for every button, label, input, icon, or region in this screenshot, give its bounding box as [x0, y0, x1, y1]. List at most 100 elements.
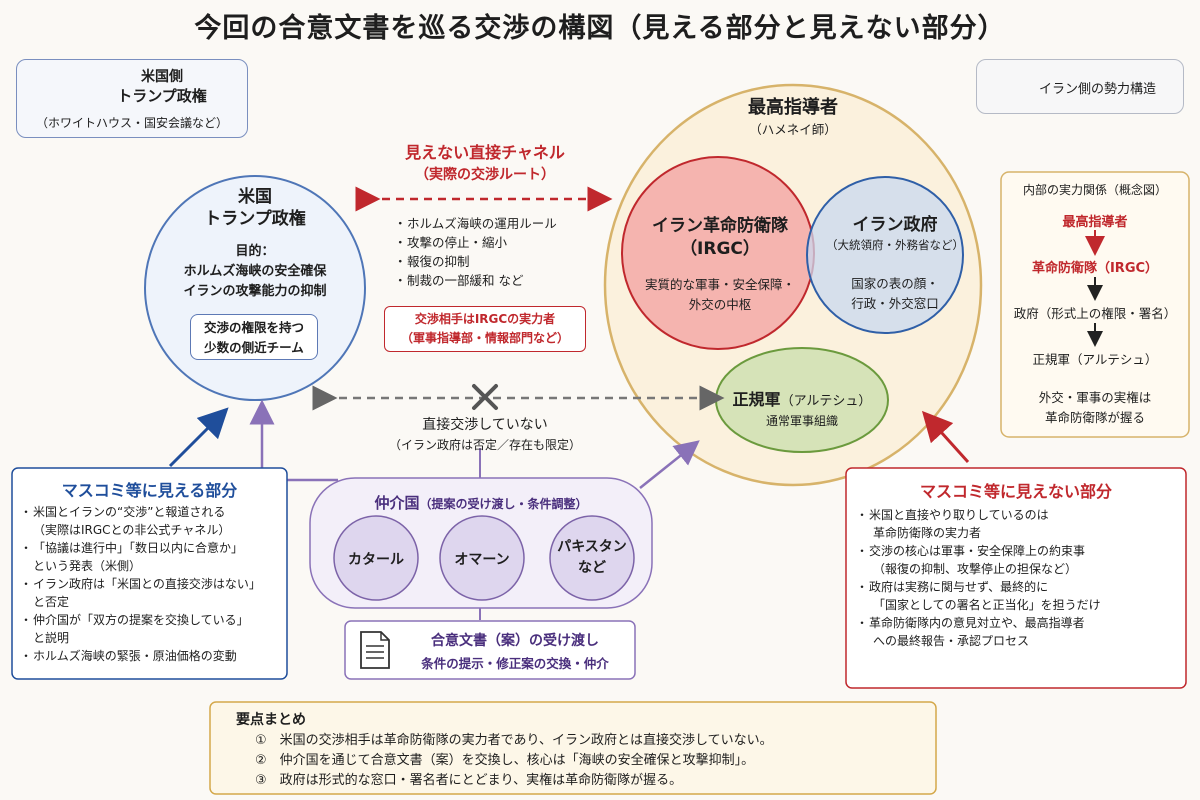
visible-item: イラン政府は「米国との直接交渉はない」と否定	[20, 575, 282, 611]
iran-header-box: イラン側の勢力構造	[976, 59, 1184, 114]
mediator-pakistan: パキスタン	[557, 539, 627, 555]
army-title-sub: （アルテシュ）	[780, 394, 872, 409]
invisible-item: 交渉の核心は軍事・安全保障上の約束事 （報復の抑制、攻撃停止の担保など）	[856, 542, 1181, 578]
us-purpose1: ホルムズ海峡の安全確保	[183, 264, 327, 279]
hidden-channel-item: 報復の抑制	[394, 252, 557, 271]
doc-line2: 条件の提示・修正案の交換・仲介	[421, 656, 609, 671]
power-footer2: 革命防衛隊が握る	[1044, 410, 1145, 425]
summary-title: 要点まとめ	[236, 712, 306, 728]
power-node-irgc: 革命防衛隊（IRGC）	[1031, 261, 1159, 276]
invisible-item-text: 革命防衛隊内の意見対立や、最高指導者	[869, 616, 1085, 630]
mediator-title: 仲介国	[374, 494, 420, 512]
us-header-line3: （ホワイトハウス・国安会議など）	[35, 116, 228, 130]
power-node-supreme: 最高指導者	[1062, 215, 1128, 230]
invisible-arrow	[921, 410, 970, 464]
us-team2: 少数の側近チーム	[204, 340, 304, 355]
no-direct-label: 直接交渉していない	[422, 417, 548, 433]
visible-item-text: 仲介国が「双方の提案を交換している」	[33, 613, 249, 627]
gov-title: イラン政府	[852, 215, 938, 235]
mediator-oman-circle	[439, 515, 525, 601]
doc-line1: 合意文書（案）の受け渡し	[431, 633, 599, 649]
partner-line1: 交渉相手はIRGCの実力者	[414, 312, 556, 326]
power-box	[1000, 171, 1190, 438]
visible-item-text: 米国とイランの“交渉”と報道される	[33, 505, 226, 519]
doc-box	[344, 620, 636, 680]
power-title: 内部の実力関係（概念図）	[1022, 183, 1167, 197]
visible-item: 仲介国が「双方の提案を交換している」と説明	[20, 611, 282, 647]
visible-item: ホルムズ海峡の緊張・原油価格の変動	[20, 647, 282, 665]
hidden-channel-item: 制裁の一部緩和 など	[394, 271, 557, 290]
irgc-desc2: 外交の中枢	[688, 297, 752, 312]
gov-desc2: 行政・外交窓口	[851, 296, 939, 311]
summary-point-1: ① 米国の交渉相手は革命防衛隊の実力者であり、イラン政府とは直接交渉していない。	[255, 733, 773, 748]
irgc-abbr: （IRGC）	[680, 239, 760, 259]
us-team1: 交渉の権限を持つ	[203, 320, 304, 335]
visible-item-sub: と説明	[33, 631, 70, 645]
power-footer1: 外交・軍事の実権は	[1038, 390, 1152, 405]
irgc-desc1: 実質的な軍事・安全保障・	[644, 277, 795, 292]
supreme-title: 最高指導者	[748, 97, 838, 118]
us-purpose2: イランの攻撃能力の抑制	[183, 284, 327, 299]
visible-item-sub: と否定	[33, 595, 70, 609]
visible-item: 「協議は進行中」「数日以内に合意か」という発表（米側）	[20, 539, 282, 575]
us-header-line2: トランプ政権	[117, 87, 207, 105]
hidden-channel-list: ホルムズ海峡の運用ルール 攻撃の停止・縮小 報復の抑制 制裁の一部緩和 など	[394, 214, 557, 290]
negotiation-partner-box: 交渉相手はIRGCの実力者 （軍事指導部・情報部門など）	[384, 306, 586, 352]
visible-item-text: イラン政府は「米国との直接交渉はない」	[33, 577, 261, 591]
visible-item-sub: という発表（米側）	[33, 559, 142, 573]
gov-sub: （大統領府・外務省など）	[826, 238, 964, 252]
us-circle-title2: トランプ政権	[204, 209, 306, 229]
page-title: 今回の合意文書を巡る交渉の構図（見える部分と見えない部分）	[194, 13, 1006, 44]
us-purpose-label: 目的：	[235, 244, 275, 259]
mediator-oman: オマーン	[454, 552, 510, 568]
partner-line2: （軍事指導部・情報部門など）	[400, 331, 569, 345]
us-team-box: 交渉の権限を持つ 少数の側近チーム	[190, 314, 318, 360]
hidden-channel-title2: （実際の交渉ルート）	[415, 167, 555, 183]
mediator-pakistan-circle	[549, 515, 635, 601]
supreme-name: （ハメネイ師）	[749, 122, 837, 137]
invisible-item: 政府は実務に関与せず、最終的に「国家としての署名と正当化」を担うだけ	[856, 578, 1181, 614]
mediator-title-sub: （提案の受け渡し・条件調整）	[419, 497, 588, 511]
visible-title: マスコミ等に見える部分	[61, 481, 238, 500]
hidden-channel-item: ホルムズ海峡の運用ルール	[394, 214, 557, 233]
visible-list: 米国とイランの“交渉”と報道される （実際はIRGCとの非公式チャネル） 「協議は…	[20, 503, 282, 665]
document-icon	[360, 631, 390, 669]
irgc-title: イラン革命防衛隊	[652, 216, 788, 236]
gov-desc1: 国家の表の顔・	[851, 276, 939, 291]
mediator-qatar: カタール	[348, 552, 404, 568]
summary-box	[209, 701, 937, 795]
power-node-army: 正規軍（アルテシュ）	[1032, 352, 1158, 367]
no-direct-note: （イラン政府は否定／存在も限定）	[388, 438, 581, 452]
hidden-channel-title1: 見えない直接チャネル	[405, 143, 565, 162]
mediator-qatar-circle	[333, 515, 419, 601]
invisible-item-sub: （報復の抑制、攻撃停止の担保など）	[873, 562, 1078, 576]
us-header-box: 米国側 トランプ政権 （ホワイトハウス・国安会議など）	[16, 59, 248, 138]
visible-item-sub: （実際はIRGCとの非公式チャネル）	[33, 523, 231, 537]
gov-circle	[806, 176, 964, 334]
us-header-line1: 米国側	[141, 69, 183, 85]
invisible-item-text: 政府は実務に関与せず、最終的に	[869, 580, 1049, 594]
hidden-channel-item: 攻撃の停止・縮小	[394, 233, 557, 252]
visible-item-text: 「協議は進行中」「数日以内に合意か」	[33, 541, 244, 555]
visible-item: 米国とイランの“交渉”と報道される （実際はIRGCとの非公式チャネル）	[20, 503, 282, 539]
invisible-item-text: 米国と直接やり取りしているのは	[869, 508, 1049, 522]
visible-arrow	[168, 407, 229, 468]
army-desc: 通常軍事組織	[765, 414, 838, 428]
summary-point-2: ② 仲介国を通じて合意文書（案）を交換し、核心は「海峡の安全確保と攻撃抑制」。	[255, 753, 755, 768]
invisible-item-text: 交渉の核心は軍事・安全保障上の約束事	[869, 544, 1086, 558]
us-circle-title1: 米国	[238, 187, 272, 207]
mediator-arrow-iran	[639, 440, 700, 489]
invisible-item-sub: 革命防衛隊の実力者	[873, 526, 982, 540]
power-node-gov: 政府（形式上の権限・署名）	[1013, 306, 1177, 321]
army-title: 正規軍	[732, 390, 781, 409]
invisible-item-sub: 「国家としての署名と正当化」を担うだけ	[873, 598, 1101, 612]
mediator-etc: など	[578, 560, 606, 576]
x-mark-icon	[472, 384, 498, 410]
invisible-title: マスコミ等に見えない部分	[919, 482, 1112, 501]
iran-header-label: イラン側の勢力構造	[1039, 82, 1157, 97]
summary-point-3: ③ 政府は形式的な窓口・署名者にとどまり、実権は革命防衛隊が握る。	[255, 773, 683, 788]
invisible-item-sub: への最終報告・承認プロセス	[873, 634, 1030, 648]
